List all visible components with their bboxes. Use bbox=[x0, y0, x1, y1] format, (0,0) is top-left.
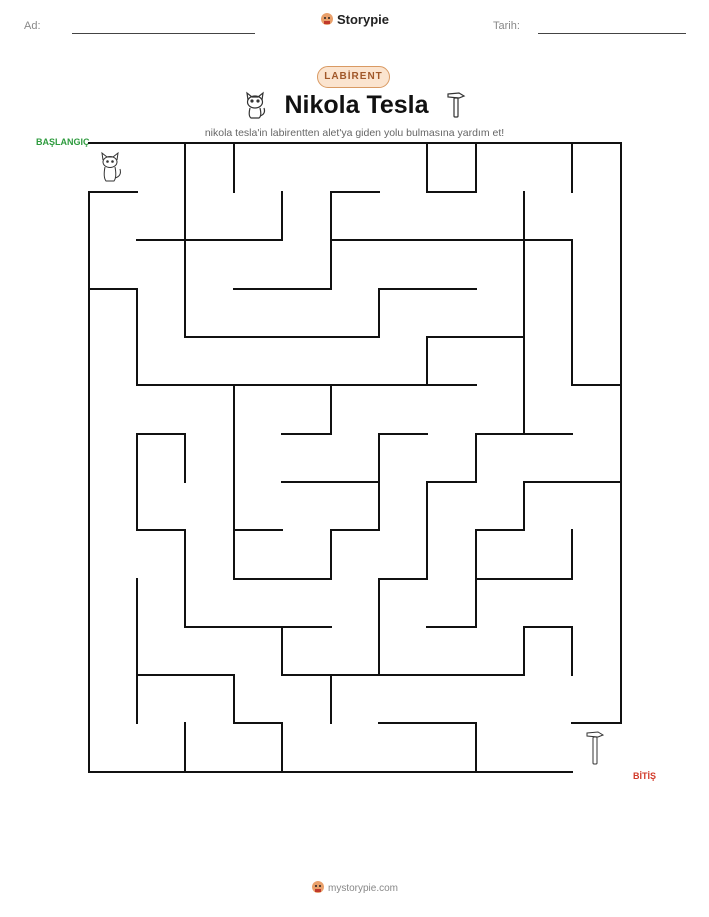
category-badge: LABİRENT bbox=[317, 66, 390, 88]
instructions: nikola tesla'in labirentten alet'ya gide… bbox=[204, 127, 505, 139]
name-line[interactable] bbox=[72, 33, 255, 34]
brand-name: Storypie bbox=[336, 12, 389, 27]
footer: mystorypie.com bbox=[0, 880, 709, 897]
end-label: BİTİŞ bbox=[633, 771, 657, 781]
maze-walls bbox=[88, 142, 622, 773]
start-cat-icon bbox=[101, 151, 121, 182]
start-label: BAŞLANGIÇ bbox=[36, 137, 90, 147]
brand-header: Storypie bbox=[0, 12, 709, 29]
end-hammer-icon bbox=[586, 731, 605, 765]
storypie-footer-logo-icon bbox=[311, 880, 325, 897]
page-title: Nikola Tesla bbox=[284, 90, 429, 119]
date-label: Tarih: bbox=[493, 20, 520, 32]
date-line[interactable] bbox=[538, 33, 686, 34]
hammer-icon bbox=[441, 92, 467, 118]
storypie-logo-icon bbox=[320, 12, 334, 29]
cat-icon bbox=[242, 91, 272, 119]
name-label: Ad: bbox=[24, 20, 41, 32]
footer-url[interactable]: mystorypie.com bbox=[327, 883, 398, 895]
title-row: Nikola Tesla bbox=[0, 90, 709, 126]
